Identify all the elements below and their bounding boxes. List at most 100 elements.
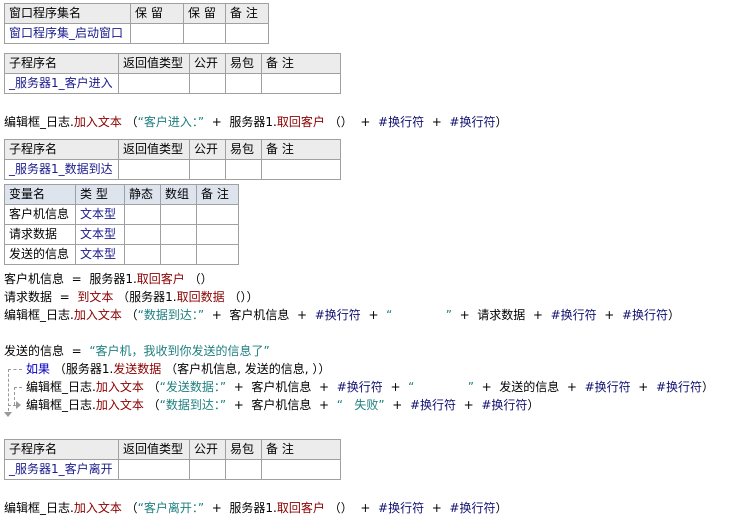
header-sub-name: 子程序名 <box>4 139 119 160</box>
string-literal: “ ” <box>408 380 474 394</box>
constant: #换行符 <box>449 501 496 515</box>
operator: + <box>384 398 410 412</box>
code-line[interactable]: 编辑框_日志.加入文本 （“数据到达：” + 客户机信息 + #换行符 + “ … <box>4 306 680 324</box>
operator: + <box>630 380 656 394</box>
code-line[interactable]: 编辑框_日志.加入文本 （“客户进入：” + 服务器1.取回客户 （） + #换… <box>4 95 507 131</box>
code-line[interactable]: 客户机信息 = 服务器1.取回客户 （） <box>4 270 213 288</box>
constant: #换行符 <box>550 308 597 322</box>
var-name-cell[interactable]: 发送的信息 <box>4 244 76 265</box>
easy-pack-cell[interactable] <box>225 459 262 480</box>
remark-cell[interactable] <box>196 244 239 265</box>
code-line[interactable]: 请求数据 = 到文本 （服务器1.取回数据 （）） <box>4 288 258 306</box>
var-name-cell[interactable]: 请求数据 <box>4 224 76 245</box>
header-remark: 备 注 <box>261 139 341 160</box>
header-assembly-name: 窗口程序集名 <box>4 3 131 24</box>
code-line[interactable]: 编辑框_日志.加入文本 （“发送数据：” + 客户机信息 + #换行符 + “ … <box>26 378 714 396</box>
paren: ） <box>495 115 508 129</box>
table-header-row: 子程序名 返回值类型 公开 易包 备 注 <box>4 439 341 460</box>
constant: #换行符 <box>409 398 457 412</box>
header-return-type: 返回值类型 <box>118 139 190 160</box>
remark-cell[interactable] <box>196 204 239 225</box>
paren: ） <box>495 501 508 515</box>
table-header-row: 变量名 类 型 静态 数组 备 注 <box>4 184 239 205</box>
operator: + <box>424 501 450 515</box>
var-type-cell[interactable]: 文本型 <box>75 224 125 245</box>
easy-pack-cell[interactable] <box>225 73 262 94</box>
var-type-cell[interactable]: 文本型 <box>75 204 125 225</box>
header-easy-pack: 易包 <box>225 139 262 160</box>
reserved-cell-2[interactable] <box>183 23 226 44</box>
code-line[interactable]: 发送的信息 = “客户机，我收到你发送的信息了” <box>4 342 270 360</box>
header-remark: 备 注 <box>225 3 269 24</box>
public-cell[interactable] <box>189 73 226 94</box>
var-name-cell[interactable]: 客户机信息 <box>4 204 76 225</box>
remark-cell[interactable] <box>261 73 341 94</box>
object-ref: 编辑框_日志. <box>4 501 74 515</box>
expression: （客户机信息, 发送的信息, ）） <box>161 362 331 376</box>
paren: （ <box>121 115 138 129</box>
flow-line <box>8 369 22 370</box>
string-literal: “ 失败” <box>336 398 385 412</box>
method-name: 发送数据 <box>113 362 162 376</box>
string-literal: “客户进入：” <box>137 115 205 129</box>
easy-pack-cell[interactable] <box>225 159 262 180</box>
code-line-if[interactable]: 如果 （服务器1.发送数据 （客户机信息, 发送的信息, ）） <box>26 360 330 378</box>
sub-name-cell[interactable]: _服务器1_数据到达 <box>4 159 119 180</box>
header-type: 类 型 <box>75 184 125 205</box>
public-cell[interactable] <box>189 459 226 480</box>
sub-name-cell[interactable]: _服务器1_客户进入 <box>4 73 119 94</box>
return-type-cell[interactable] <box>118 459 190 480</box>
arrow-down-icon <box>4 412 12 417</box>
string-literal: “数据到达：” <box>137 308 205 322</box>
constant: #换行符 <box>481 398 528 412</box>
array-cell[interactable] <box>160 204 197 225</box>
static-cell[interactable] <box>124 204 161 225</box>
array-cell[interactable] <box>160 244 197 265</box>
code-line[interactable]: 编辑框_日志.加入文本 （“客户离开：” + 服务器1.取回客户 （） + #换… <box>4 481 507 517</box>
paren: （ <box>121 501 138 515</box>
return-type-cell[interactable] <box>118 73 190 94</box>
remark-cell[interactable] <box>261 159 341 180</box>
expression: （） <box>184 272 213 286</box>
constant: #换行符 <box>336 380 383 394</box>
header-remark: 备 注 <box>196 184 239 205</box>
subroutine-table-client-enter: 子程序名 返回值类型 公开 易包 备 注 _服务器1_客户进入 <box>4 53 341 94</box>
operator: + <box>424 115 450 129</box>
table-row: 窗口程序集_启动窗口 <box>4 23 269 44</box>
return-type-cell[interactable] <box>118 159 190 180</box>
flow-line <box>14 387 15 405</box>
static-cell[interactable] <box>124 244 161 265</box>
string-literal: “ ” <box>386 308 452 322</box>
header-return-type: 返回值类型 <box>118 439 190 460</box>
array-cell[interactable] <box>160 224 197 245</box>
table-header-row: 窗口程序集名 保 留 保 留 备 注 <box>4 3 269 24</box>
subroutine-table-data-arrival: 子程序名 返回值类型 公开 易包 备 注 _服务器1_数据到达 <box>4 139 341 180</box>
expression: + 服务器1. <box>204 115 277 129</box>
static-cell[interactable] <box>124 224 161 245</box>
object-ref: 编辑框_日志. <box>4 308 74 322</box>
reserved-cell-1[interactable] <box>130 23 184 44</box>
public-cell[interactable] <box>189 159 226 180</box>
sub-name-cell[interactable]: _服务器1_客户离开 <box>4 459 119 480</box>
subroutine-table-client-leave: 子程序名 返回值类型 公开 易包 备 注 _服务器1_客户离开 <box>4 439 341 480</box>
code-line[interactable]: 编辑框_日志.加入文本 （“数据到达：” + 客户机信息 + “ 失败” + #… <box>26 396 539 414</box>
table-row: 客户机信息 文本型 <box>4 204 239 225</box>
object-ref: 编辑框_日志. <box>26 380 96 394</box>
paren: ） <box>527 398 540 412</box>
table-row: 请求数据 文本型 <box>4 224 239 245</box>
header-return-type: 返回值类型 <box>118 53 190 74</box>
expression: + 请求数据 + <box>451 308 551 322</box>
table-row: _服务器1_客户进入 <box>4 73 341 94</box>
operator: + <box>382 380 409 394</box>
remark-cell[interactable] <box>261 459 341 480</box>
expression: + 发送的信息 + <box>473 380 585 394</box>
string-literal: “客户离开：” <box>137 501 205 515</box>
remark-cell[interactable] <box>225 23 269 44</box>
string-literal: “发送数据：” <box>159 380 227 394</box>
string-literal: “客户机，我收到你发送的信息了” <box>89 344 270 358</box>
remark-cell[interactable] <box>196 224 239 245</box>
method-name: 加入文本 <box>73 115 122 129</box>
var-type-cell[interactable]: 文本型 <box>75 244 125 265</box>
table-row: 发送的信息 文本型 <box>4 244 239 265</box>
assembly-name-cell[interactable]: 窗口程序集_启动窗口 <box>4 23 131 44</box>
